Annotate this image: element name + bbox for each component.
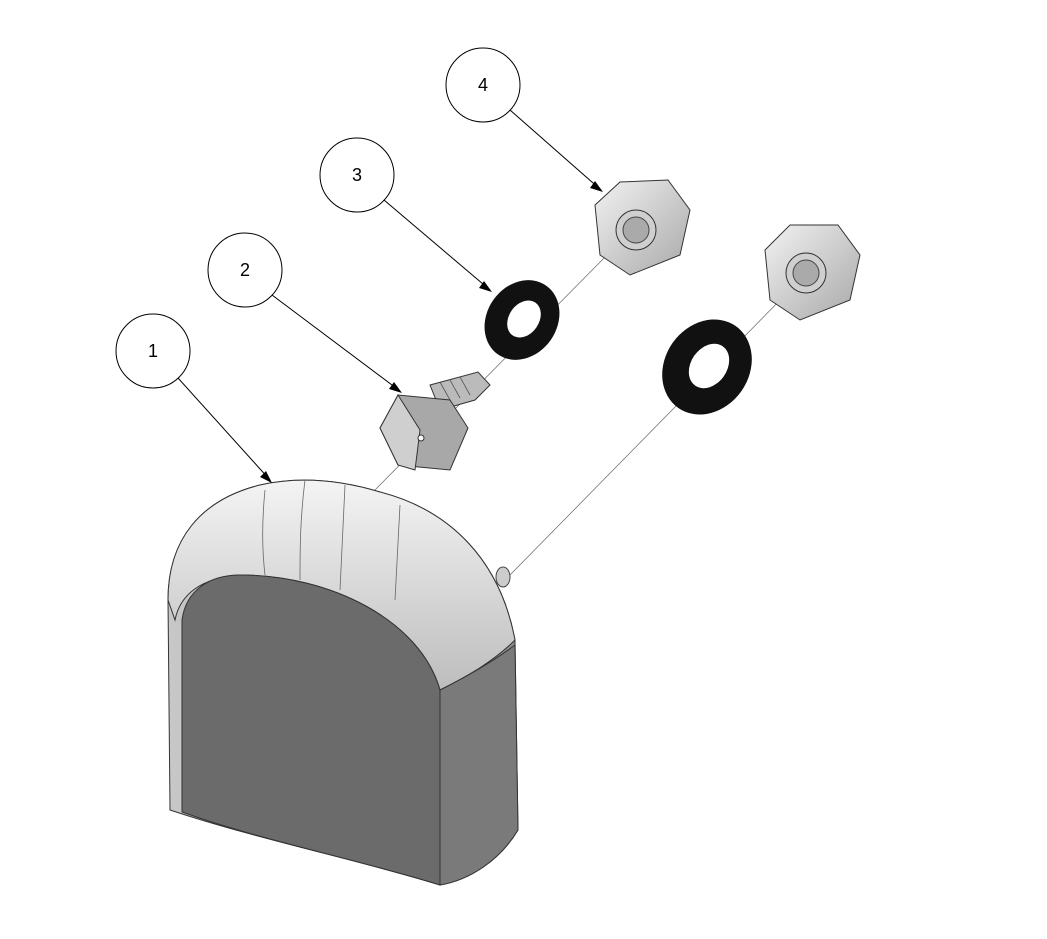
callout-label: 3 [352, 165, 362, 185]
arrowhead-icon [389, 382, 402, 393]
hex-nut-part [594, 179, 691, 276]
washer-part [484, 280, 560, 360]
callout-2: 2 [207, 232, 402, 393]
hex-bolt-part [379, 371, 491, 471]
callout-3: 3 [319, 137, 492, 292]
housing-part [167, 479, 519, 886]
callout-4: 4 [445, 47, 603, 192]
arrowhead-icon [590, 181, 603, 192]
callout-label: 4 [478, 75, 488, 95]
arrowhead-icon [479, 281, 492, 292]
callout-label: 1 [148, 341, 158, 361]
hex-nut-part-2 [764, 224, 861, 321]
callout-1: 1 [115, 313, 272, 483]
callout-label: 2 [240, 260, 250, 280]
washer-part-2 [662, 319, 752, 415]
arrowhead-icon [260, 471, 272, 483]
